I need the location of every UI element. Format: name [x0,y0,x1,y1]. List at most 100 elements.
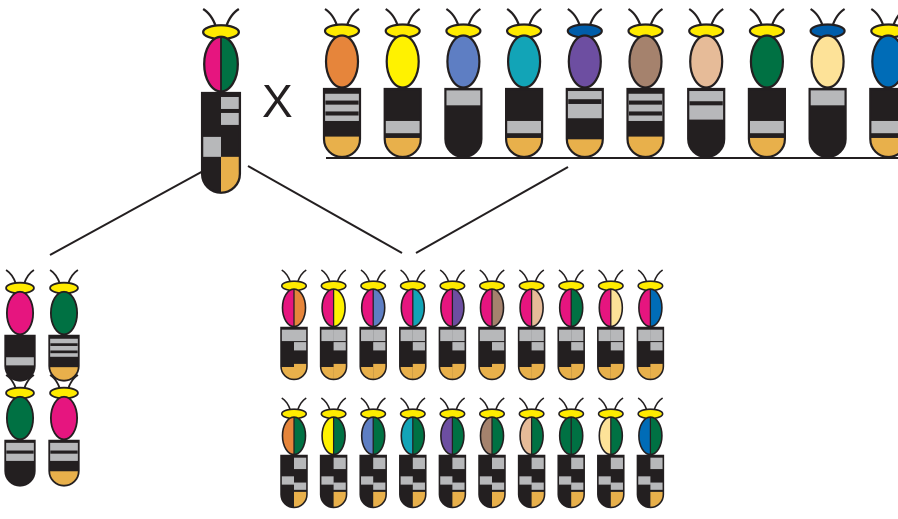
abdomen [320,455,347,508]
abdomen-outline [869,87,898,159]
thorax [49,395,79,441]
insect [505,8,544,159]
thorax-right-half [452,289,464,327]
abdomen-band [518,329,532,342]
thorax-right-half [571,289,583,327]
abdomen-band [50,350,78,354]
thorax [871,34,898,89]
antenna-left [439,397,450,411]
abdomen-outline [444,87,483,159]
antenna-right [376,397,386,411]
thorax-right-half [452,417,464,455]
antenna-right [649,8,664,26]
antenna-left [281,397,292,411]
abdomen-band [452,482,466,490]
abdomen [5,440,35,486]
thorax [506,34,542,89]
thorax-right-half [333,289,346,327]
antenna-left [324,8,339,26]
abdomen [518,327,545,380]
antenna-left [5,269,17,285]
abdomen [506,89,543,157]
antenna-left [400,397,410,411]
cross-symbol: X [262,75,293,127]
abdomen [558,455,585,508]
thorax-right-half [610,417,623,455]
abdomen-band [571,342,585,351]
abdomen-outline [597,326,625,381]
abdomen-band [412,342,426,351]
abdomen-outline [687,87,726,159]
mosaic-parent-insect [200,8,242,194]
abdomen-band [597,329,611,342]
antenna-right [613,269,624,283]
antenna-left [281,269,292,283]
abdomen-outline [557,326,585,381]
thorax-right-half [492,289,504,327]
abdomen-band [566,91,603,119]
insect [438,397,467,509]
abdomen-band [610,342,624,351]
abdomen [399,327,426,380]
thorax-left-half [638,289,651,327]
insect [747,8,786,159]
thorax-right-half [650,417,662,455]
abdomen [566,89,603,157]
antenna-left [439,269,450,283]
branch-line-center [247,165,403,254]
insect [517,269,546,381]
antenna-left [637,269,648,283]
thorax [5,395,35,441]
abdomen [320,327,347,380]
abdomen-outline [399,326,427,381]
thorax-left-half [559,289,572,327]
abdomen [597,455,624,508]
thorax-right-half [221,36,238,92]
antenna-left [598,397,608,411]
abdomen-outline [280,454,308,509]
insect [597,269,625,381]
abdomen-band [610,329,624,342]
thorax-left-half [282,289,294,327]
abdomen-band [650,457,664,470]
insect [557,269,585,381]
thorax [446,34,481,89]
antenna-right [770,8,785,26]
abdomen-band [628,100,663,105]
abdomen-band [479,329,492,342]
thorax [324,34,360,89]
antenna-right [376,269,386,283]
abdomen-outline [359,326,387,381]
thorax-right-half [333,417,346,455]
pure-parent-row [322,8,898,159]
insect [557,397,585,509]
insect [399,269,427,381]
antenna-right [415,269,426,283]
antenna-right [455,397,466,411]
antenna-left [506,8,521,26]
abdomen-band [360,476,374,485]
thorax-left-half [204,36,221,92]
abdomen-band [610,482,624,490]
abdomen-band [637,329,651,342]
antenna-right [494,397,505,411]
abdomen-outline [478,454,506,509]
abdomen [360,455,387,508]
abdomen-band [324,136,360,157]
abdomen-band [5,357,35,366]
insect [319,397,348,509]
abdomen-outline [48,439,80,487]
abdomen-band [325,111,359,116]
thorax [628,34,663,89]
abdomen-band [202,136,221,157]
antenna-right [613,397,624,411]
abdomen [399,455,426,508]
abdomen-band [492,329,505,342]
abdomen-band [221,108,240,113]
abdomen-band [49,367,79,381]
insect [4,269,36,382]
antenna-left [688,8,703,26]
abdomen-band [333,329,347,342]
abdomen [49,440,79,486]
abdomen-outline [478,326,506,381]
